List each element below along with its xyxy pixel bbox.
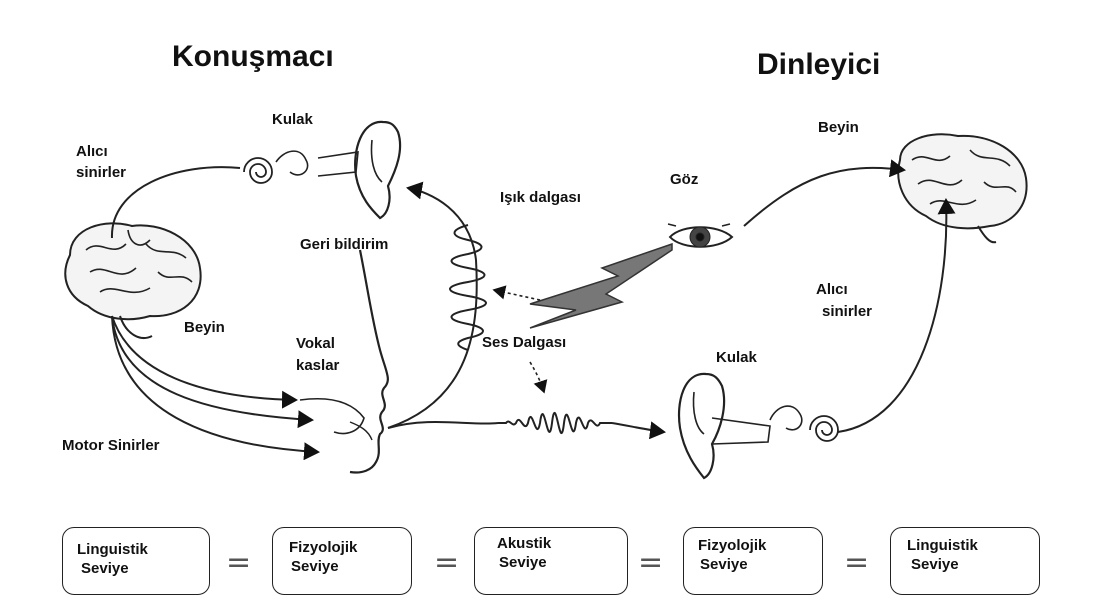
vocal-muscles-label-2: kaslar <box>296 356 339 375</box>
listener-brain-icon <box>898 134 1026 242</box>
equals-sign: = <box>844 545 869 580</box>
sound-wave-label: Ses Dalgası <box>482 333 566 352</box>
lightning-icon <box>530 244 672 328</box>
level-box-line2: Seviye <box>911 555 1039 574</box>
listener-afferent-label-2: sinirler <box>822 302 872 321</box>
equals-sign: = <box>638 545 663 580</box>
speaker-brain-icon <box>65 223 200 338</box>
equals-sign: = <box>434 545 459 580</box>
sound-wave-icon <box>498 413 612 433</box>
level-box-line1: Akustik <box>497 534 627 553</box>
speaker-title: Konuşmacı <box>172 40 334 74</box>
speaker-afferent-label-2: sinirler <box>76 163 126 182</box>
level-box-linguistic-speaker: Linguistik Seviye <box>62 527 210 595</box>
eye-label: Göz <box>670 170 698 189</box>
level-box-physiological-listener: Fizyolojik Seviye <box>683 527 823 595</box>
speaker-ear-icon <box>244 122 400 218</box>
speaker-brain-label: Beyin <box>184 318 225 337</box>
level-box-physiological-speaker: Fizyolojik Seviye <box>272 527 412 595</box>
level-box-line2: Seviye <box>291 557 411 576</box>
level-box-linguistic-listener: Linguistik Seviye <box>890 527 1040 595</box>
feedback-loop-arc <box>388 188 477 428</box>
speaker-afferent-label-1: Alıcı <box>76 142 108 161</box>
motor-nerves-label: Motor Sinirler <box>62 436 160 455</box>
light-wave-label: Işık dalgası <box>500 188 581 207</box>
vocal-muscles-label-1: Vokal <box>296 334 335 353</box>
feedback-label: Geri bildirim <box>300 235 388 254</box>
level-box-line1: Fizyolojik <box>698 536 822 555</box>
eye-icon <box>668 224 732 247</box>
feedback-wave-icon <box>450 225 486 350</box>
speaker-ear-label: Kulak <box>272 110 313 129</box>
listener-afferent-label-1: Alıcı <box>816 280 848 299</box>
eye-nerve-line <box>744 168 904 226</box>
level-box-line1: Linguistik <box>77 540 209 559</box>
equals-sign: = <box>226 545 251 580</box>
level-box-line2: Seviye <box>700 555 822 574</box>
listener-ear-label: Kulak <box>716 348 757 367</box>
listener-ear-icon <box>679 374 838 478</box>
listener-brain-label: Beyin <box>818 118 859 137</box>
listener-title: Dinleyici <box>757 48 880 82</box>
level-box-acoustic: Akustik Seviye <box>474 527 628 595</box>
level-box-line1: Linguistik <box>907 536 1039 555</box>
level-box-line2: Seviye <box>499 553 627 572</box>
level-box-line1: Fizyolojik <box>289 538 411 557</box>
level-box-line2: Seviye <box>81 559 209 578</box>
